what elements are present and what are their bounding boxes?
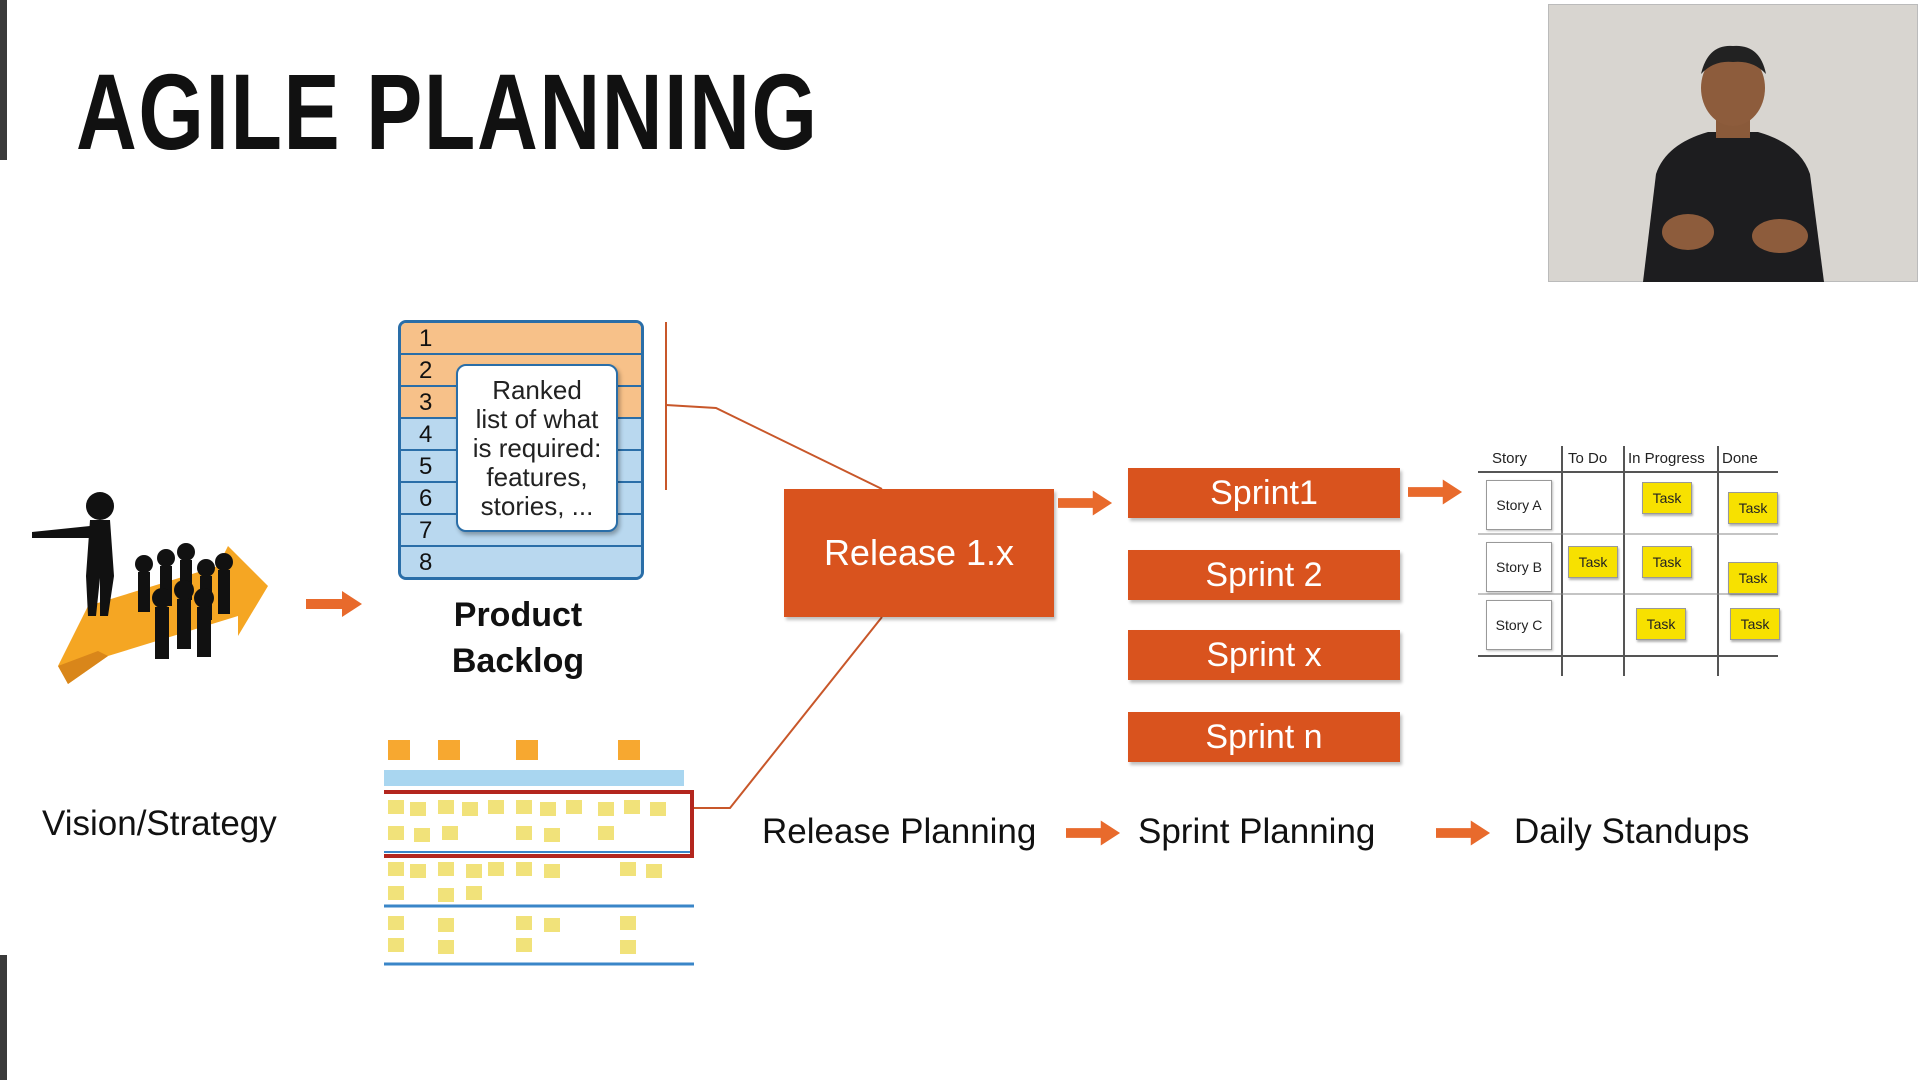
task-board-grid xyxy=(1478,446,1778,676)
presenter-webcam-icon xyxy=(1548,4,1918,282)
edge-mark-bottom xyxy=(0,955,7,1080)
task-board-header-done: Done xyxy=(1722,450,1758,467)
backlog-note-line: is required: xyxy=(472,433,602,463)
slide-title: AGILE PLANNING xyxy=(76,51,819,172)
task-board-header-story: Story xyxy=(1492,450,1528,467)
release-planning-label: Release Planning xyxy=(762,812,1037,851)
backlog-row: 8 xyxy=(401,547,641,577)
backlog-caption-line: Backlog xyxy=(451,642,585,680)
story-wall-photo-icon xyxy=(360,740,694,970)
story-c: Story C xyxy=(1486,600,1552,650)
sprint-box-1: Sprint1 xyxy=(1128,468,1400,518)
task-card: Task xyxy=(1636,608,1686,640)
edge-mark-top xyxy=(0,0,7,160)
story-b: Story B xyxy=(1486,542,1552,592)
story-a: Story A xyxy=(1486,480,1552,530)
backlog-note-line: list of what xyxy=(475,404,599,434)
sprint-box-x: Sprint x xyxy=(1128,630,1400,680)
right-arrow-icon xyxy=(1066,820,1121,846)
backlog-note-line: Ranked xyxy=(492,375,582,405)
task-card: Task xyxy=(1642,482,1692,514)
leader-with-followers-icon xyxy=(28,486,268,696)
task-board: Story To Do In Progress Done Story A Sto… xyxy=(1478,446,1780,676)
sprint-box-2: Sprint 2 xyxy=(1128,550,1400,600)
right-arrow-icon xyxy=(306,591,362,617)
task-card: Task xyxy=(1728,492,1778,524)
product-backlog-caption: Product Backlog xyxy=(448,592,588,684)
right-arrow-icon xyxy=(1408,479,1463,505)
backlog-note: Ranked list of what is required: feature… xyxy=(456,364,618,532)
product-backlog-list: 1 2 3 4 5 6 7 8 Ranked list of what is r… xyxy=(398,320,644,580)
right-arrow-icon xyxy=(1436,820,1491,846)
task-board-header-inprogress: In Progress xyxy=(1628,450,1705,467)
backlog-caption-line: Product xyxy=(453,596,583,634)
task-card: Task xyxy=(1730,608,1780,640)
task-card: Task xyxy=(1642,546,1692,578)
task-board-header-todo: To Do xyxy=(1568,450,1608,467)
task-card: Task xyxy=(1568,546,1618,578)
vision-strategy-label: Vision/Strategy xyxy=(42,804,277,843)
daily-standups-label: Daily Standups xyxy=(1514,812,1750,851)
right-arrow-icon xyxy=(1058,490,1113,516)
backlog-row: 1 xyxy=(401,323,641,355)
backlog-note-line: features, xyxy=(486,462,588,492)
task-card: Task xyxy=(1728,562,1778,594)
release-box: Release 1.x xyxy=(784,489,1054,617)
sprint-planning-label: Sprint Planning xyxy=(1138,812,1376,851)
sprint-box-n: Sprint n xyxy=(1128,712,1400,762)
backlog-note-line: stories, ... xyxy=(480,491,594,521)
